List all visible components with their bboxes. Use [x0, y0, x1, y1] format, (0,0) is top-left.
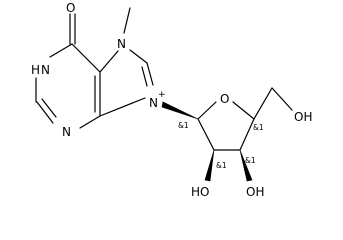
bond-c2-n3-a: [36, 101, 54, 124]
bond-c6-n1: [49, 43, 73, 58]
bond-c4p-c5p: [253, 87, 273, 120]
stereo-c1p: &1: [178, 121, 189, 130]
bond-c4p-c3p: [239, 118, 255, 151]
atom-n7: N: [117, 37, 126, 51]
molecule-structure: O H N N N N + O OH HO OH &1 &1 &1 &1: [31, 1, 312, 199]
atom-o2p: HO: [191, 185, 209, 199]
bond-c5-n7: [99, 50, 119, 73]
bond-n7-c8: [129, 49, 148, 64]
atom-o4p: O: [220, 92, 229, 106]
bond-n3-c4: [79, 115, 101, 129]
atom-o3p: OH: [246, 185, 264, 199]
bond-c2-n3-b: [41, 98, 57, 118]
charge-n9: +: [158, 90, 166, 100]
stereo-c4p: &1: [253, 123, 264, 132]
wedge-c1p-n9: [161, 101, 199, 120]
atom-n9: N: [149, 96, 158, 110]
bond-c2p-c1p: [197, 118, 215, 151]
atom-n1: N: [41, 63, 50, 77]
bond-c1p-o4p: [197, 101, 217, 120]
atom-o6: O: [66, 1, 75, 15]
stereo-c2p: &1: [216, 161, 227, 170]
bond-o4p-c4p: [232, 101, 255, 120]
bond-c5-c6: [71, 43, 101, 73]
stereo-c3p: &1: [245, 156, 256, 165]
bond-n7-me: [123, 7, 131, 34]
bond-c8-n9-a: [146, 62, 154, 86]
wedge-c3p-o3p: [239, 149, 253, 182]
bond-n9-c4: [99, 97, 146, 117]
bond-c8-n9-b: [141, 66, 148, 87]
bond-c5p-o5p: [271, 87, 293, 111]
atom-n3: N: [62, 125, 71, 139]
atom-o5p: OH: [294, 110, 312, 124]
wedge-c2p-o2p: [204, 149, 215, 182]
atom-h-n1: H: [31, 63, 40, 77]
